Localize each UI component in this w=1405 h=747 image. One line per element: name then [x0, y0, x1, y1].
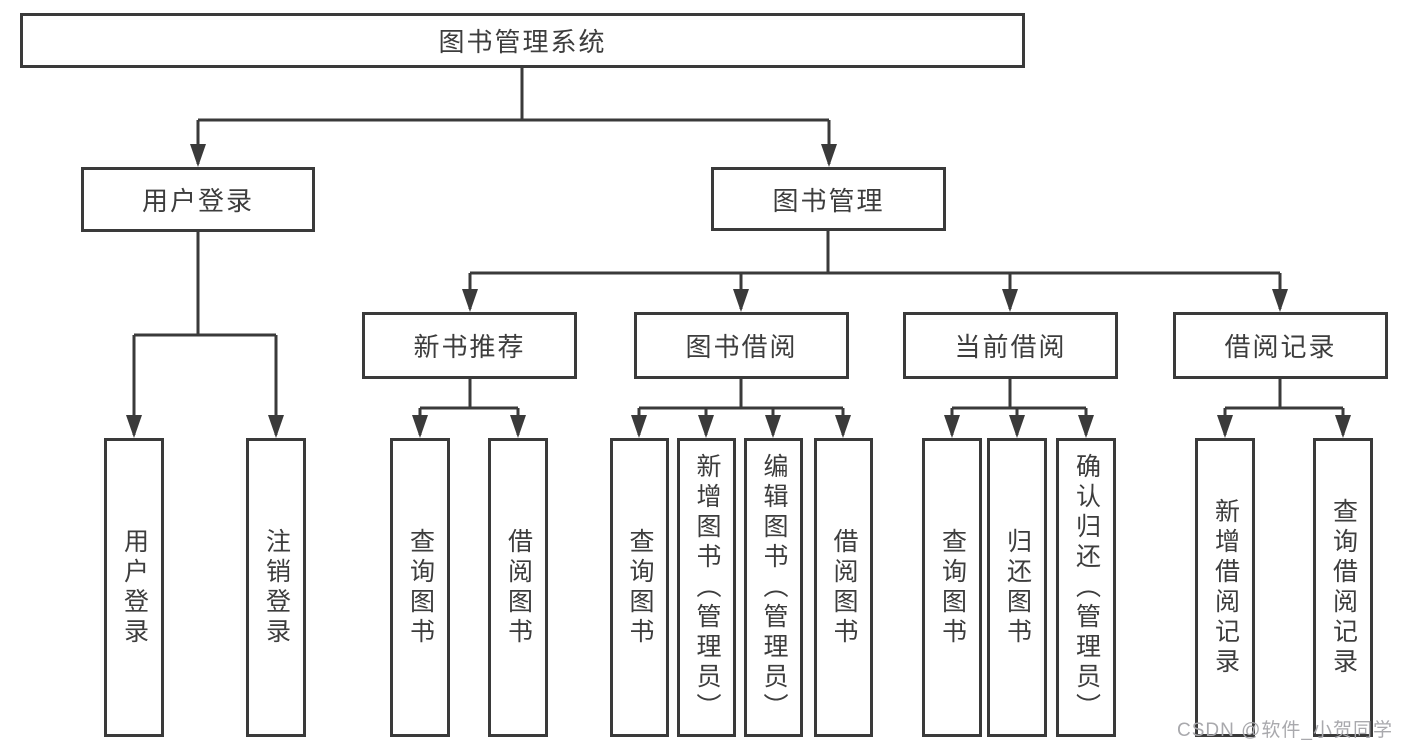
- node-borrowing-records: 借阅记录: [1173, 312, 1388, 379]
- node-label: 当前借阅: [954, 332, 1067, 362]
- leaf-label: 注销登录: [262, 527, 291, 648]
- leaf-borrow-books-recommend: 借阅图书: [488, 438, 548, 737]
- leaf-label: 归还图书: [1003, 527, 1032, 648]
- leaf-label: 借阅图书: [504, 527, 533, 648]
- leaf-edit-book-admin: 编辑图书（管理员）: [744, 438, 803, 737]
- csdn-watermark: CSDN @软件_小贺同学: [1177, 720, 1393, 741]
- node-user-login: 用户登录: [81, 167, 315, 232]
- leaf-label: 新增借阅记录: [1211, 497, 1240, 678]
- node-label: 新书推荐: [413, 332, 526, 362]
- node-label: 借阅记录: [1224, 332, 1337, 362]
- leaf-query-books-borrowing: 查询图书: [610, 438, 669, 737]
- leaf-query-books-current: 查询图书: [922, 438, 982, 737]
- node-current-borrowing: 当前借阅: [903, 312, 1118, 379]
- leaf-label: 新增图书（管理员）: [693, 452, 721, 723]
- node-label: 图书借阅: [685, 332, 798, 362]
- leaf-user-login: 用户登录: [104, 438, 164, 737]
- leaf-label: 用户登录: [120, 527, 149, 648]
- node-label: 用户登录: [141, 186, 254, 216]
- node-book-borrowing: 图书借阅: [634, 312, 849, 379]
- leaf-query-books-recommend: 查询图书: [390, 438, 450, 737]
- node-label: 图书管理系统: [438, 27, 607, 57]
- leaf-label: 查询图书: [406, 527, 435, 648]
- node-label: 图书管理: [772, 185, 885, 216]
- leaf-label: 借阅图书: [830, 527, 858, 648]
- arrowheads: [126, 144, 1351, 438]
- leaf-query-borrow-record: 查询借阅记录: [1313, 438, 1373, 737]
- leaf-label: 查询图书: [938, 527, 967, 648]
- leaf-add-book-admin: 新增图书（管理员）: [677, 438, 736, 737]
- leaf-add-borrow-record: 新增借阅记录: [1195, 438, 1255, 737]
- node-library-management-system: 图书管理系统: [20, 13, 1025, 68]
- leaf-label: 确认归还（管理员）: [1072, 452, 1101, 723]
- leaf-confirm-return-admin: 确认归还（管理员）: [1056, 438, 1116, 737]
- leaf-label: 查询图书: [626, 527, 654, 648]
- leaf-logout: 注销登录: [246, 438, 306, 737]
- node-book-management: 图书管理: [711, 167, 946, 231]
- leaf-label: 查询借阅记录: [1329, 497, 1358, 678]
- node-new-book-recommendation: 新书推荐: [362, 312, 577, 379]
- leaf-label: 编辑图书（管理员）: [760, 452, 788, 723]
- leaf-return-book: 归还图书: [987, 438, 1047, 737]
- leaf-borrow-books-borrowing: 借阅图书: [814, 438, 873, 737]
